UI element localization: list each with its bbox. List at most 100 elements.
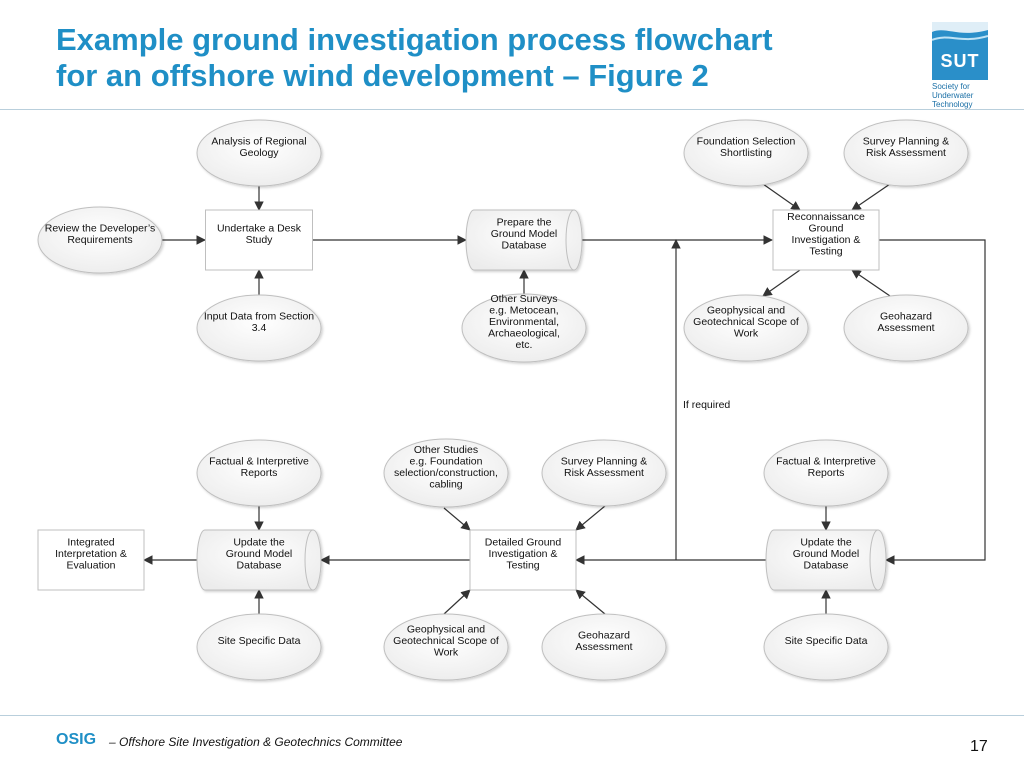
- rect-shape: [205, 209, 313, 271]
- node-label-line: Risk Assessment: [866, 147, 946, 159]
- rect-shape: [37, 529, 145, 591]
- node-label-line: Analysis of Regional: [211, 135, 306, 147]
- ellipse-shape: [541, 613, 667, 681]
- node-label-line: Survey Planning &: [863, 135, 949, 147]
- node-label-line: Other Surveys: [490, 293, 557, 305]
- slide-title: Example ground investigation process flo…: [56, 22, 916, 94]
- node-label-line: e.g. Metocean,: [489, 305, 558, 317]
- cylinder-cap: [565, 209, 575, 271]
- node-label-line: Update the: [233, 537, 285, 549]
- ellipse-shape: [461, 293, 587, 363]
- ellipse-shape: [763, 439, 889, 507]
- node-label-line: Input Data from Section: [204, 310, 314, 322]
- node-label-line: e.g. Foundation: [410, 455, 483, 467]
- node-label-line: Database: [237, 560, 282, 572]
- node-site-specific-data-left: Site Specific Data: [196, 613, 322, 681]
- rect-shape: [469, 529, 577, 591]
- ellipse-shape: [196, 439, 322, 507]
- ellipse-shape: [37, 206, 163, 274]
- page-number: 17: [970, 738, 988, 755]
- node-label-line: Ground Model: [491, 228, 558, 240]
- node-label-line: Geotechnical Scope of: [693, 316, 799, 328]
- node-label-line: Archaeological,: [488, 328, 560, 340]
- node-label-line: 3.4: [252, 322, 267, 334]
- node-label-line: Interpretation &: [55, 548, 127, 560]
- logo-caption-line: Technology: [932, 100, 973, 109]
- node-label-line: Ground Model: [226, 548, 293, 560]
- node-label-line: Factual & Interpretive: [209, 455, 309, 467]
- node-label-line: Reconnaissance: [787, 211, 865, 223]
- node-label-line: Risk Assessment: [564, 467, 644, 479]
- node-label-line: Testing: [506, 560, 539, 572]
- node-label-line: Work: [734, 328, 759, 340]
- cylinder-cap: [869, 529, 879, 591]
- node-label-line: Undertake a Desk: [217, 222, 302, 234]
- node-label-line: Database: [804, 560, 849, 572]
- logo-caption-line: Underwater: [932, 91, 974, 100]
- node-label-line: Site Specific Data: [218, 635, 301, 647]
- connector-geophysical-geotechnical-scope-bottom-to-detailed-ground-investigation: [443, 589, 471, 615]
- header-divider: [0, 109, 1024, 110]
- node-label-line: Investigation &: [489, 548, 558, 560]
- node-survey-planning-risk-bottom: Survey Planning &Risk Assessment: [541, 439, 667, 507]
- node-label-line: Study: [246, 234, 274, 246]
- title-line-1: Example ground investigation process flo…: [56, 22, 773, 57]
- ellipse-shape: [843, 119, 969, 187]
- connector-other-studies-to-detailed-ground-investigation: [443, 507, 471, 531]
- logo-caption-line: Society for: [932, 82, 970, 91]
- title-line-2: for an offshore wind development – Figur…: [56, 58, 709, 93]
- node-label-line: Database: [502, 240, 547, 252]
- flowchart-annotations: If required: [683, 399, 730, 411]
- node-label-line: cabling: [429, 478, 462, 490]
- connector-reconnaissance-ground-investigation-to-geophysical-geotechnical-scope-top: [762, 269, 801, 297]
- node-label-line: Environmental,: [489, 316, 559, 328]
- node-label-line: Assessment: [575, 641, 632, 653]
- node-label-line: etc.: [516, 339, 533, 351]
- node-label-line: Prepare the: [497, 217, 552, 229]
- ellipse-shape: [196, 294, 322, 362]
- node-label-line: Ground Model: [793, 548, 860, 560]
- ellipse-shape: [196, 613, 322, 681]
- ellipse-shape: [843, 294, 969, 362]
- node-label-line: Integrated: [67, 537, 114, 549]
- node-label-line: Geohazard: [880, 310, 932, 322]
- sut-logo: SUT Society for Underwater Technology: [926, 12, 992, 109]
- connector-geohazard-assessment-bottom-to-detailed-ground-investigation: [575, 589, 606, 615]
- node-label-line: Geology: [239, 147, 279, 159]
- node-label-line: Foundation Selection: [697, 135, 796, 147]
- ellipse-shape: [541, 439, 667, 507]
- connector-reconnaissance-ground-investigation-to-update-ground-model-right: [879, 239, 986, 565]
- node-label-line: Review the Developer’s: [45, 222, 156, 234]
- node-label-line: Site Specific Data: [785, 635, 868, 647]
- node-label-line: Geophysical and: [707, 305, 785, 317]
- connector-survey-planning-risk-top-to-reconnaissance-ground-investigation: [851, 183, 891, 211]
- node-label-line: Detailed Ground: [485, 537, 562, 549]
- node-label-line: Requirements: [67, 234, 132, 246]
- node-label-line: Shortlisting: [720, 147, 772, 159]
- node-survey-planning-risk-top: Survey Planning &Risk Assessment: [843, 119, 969, 187]
- node-label-line: Geohazard: [578, 629, 630, 641]
- cylinder-cap: [304, 529, 314, 591]
- connectors: [143, 183, 986, 615]
- node-label-line: Geophysical and: [407, 624, 485, 636]
- ellipse-shape: [683, 119, 809, 187]
- rect-shape: [772, 209, 880, 271]
